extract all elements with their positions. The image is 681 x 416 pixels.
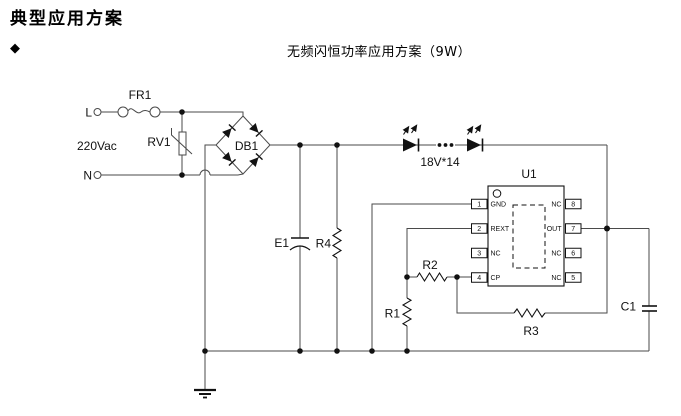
pin-number: 5 [571, 275, 575, 282]
pin-name: CP [491, 275, 501, 282]
pin-name: GND [491, 202, 507, 209]
neutral-label: N [83, 169, 92, 183]
figure-caption: 无频闪恒功率应用方案（9W） [287, 45, 472, 60]
fuse-end-icon [149, 106, 161, 118]
pin-number: 6 [571, 251, 575, 258]
fuse-symbol: FR1 [117, 88, 161, 118]
voltage-label: 220Vac [77, 139, 117, 153]
junction-dots [179, 109, 610, 354]
led-icon [466, 124, 484, 152]
ic-ref-label: U1 [521, 167, 537, 181]
live-terminal-icon [93, 108, 102, 116]
diamond-bullet-icon: ◆ [10, 40, 20, 55]
pin-name: NC [551, 275, 561, 282]
res-r4-label: R4 [316, 237, 332, 251]
out-cap-label: C1 [621, 300, 637, 314]
bridge-rectifier-symbol: DB1 [215, 115, 271, 175]
resistor-r4-symbol: R4 [316, 227, 343, 259]
ac-input-terminals: L N 220Vac [77, 106, 117, 183]
bulk-cap-label: E1 [274, 236, 289, 250]
ellipsis-dots [437, 143, 454, 147]
ic-body [487, 185, 565, 287]
electrolytic-cap-symbol: E1 [274, 236, 311, 251]
bridge-label: DB1 [235, 139, 259, 153]
pin-name: NC [551, 251, 561, 258]
led-string-label: 18V*14 [420, 155, 460, 169]
resistor-r3-symbol: R3 [513, 307, 546, 338]
output-cap-symbol: C1 [621, 300, 657, 314]
res-r3-label: R3 [523, 324, 539, 338]
fuse-end-icon [117, 106, 129, 118]
resistor-r1-symbol: R1 [385, 297, 413, 327]
pin1-indicator-icon [492, 189, 502, 198]
fuse-label: FR1 [129, 88, 152, 102]
varistor-label: RV1 [147, 135, 170, 149]
ic-inner-dashed-box [512, 204, 546, 269]
ic-u1: U1 1 2 3 4 8 [471, 167, 582, 287]
led-icon [402, 124, 420, 152]
pin-name: REXT [491, 226, 510, 233]
pin-name: OUT [547, 226, 563, 233]
ic-left-pin-boxes [471, 198, 488, 283]
live-label: L [85, 106, 92, 120]
ic-right-pin-boxes [565, 198, 582, 283]
pin-number: 3 [477, 251, 481, 258]
section-title: 典型应用方案 [10, 9, 124, 29]
bridge-diode-icon [222, 123, 263, 167]
pin-number: 8 [571, 202, 575, 209]
res-r1-label: R1 [385, 307, 401, 321]
pin-number: 1 [477, 202, 481, 209]
led-string: 18V*14 [402, 124, 484, 169]
pin-number: 4 [477, 275, 481, 282]
pin-number: 7 [571, 226, 575, 233]
varistor-symbol: RV1 [147, 128, 193, 156]
ground-icon [194, 388, 216, 399]
pin-name: NC [551, 202, 561, 209]
pin-number: 2 [477, 226, 481, 233]
pin-name: NC [491, 251, 501, 258]
resistor-r2-symbol: R2 [416, 258, 448, 283]
res-r2-label: R2 [422, 258, 438, 272]
neutral-terminal-icon [93, 171, 102, 179]
